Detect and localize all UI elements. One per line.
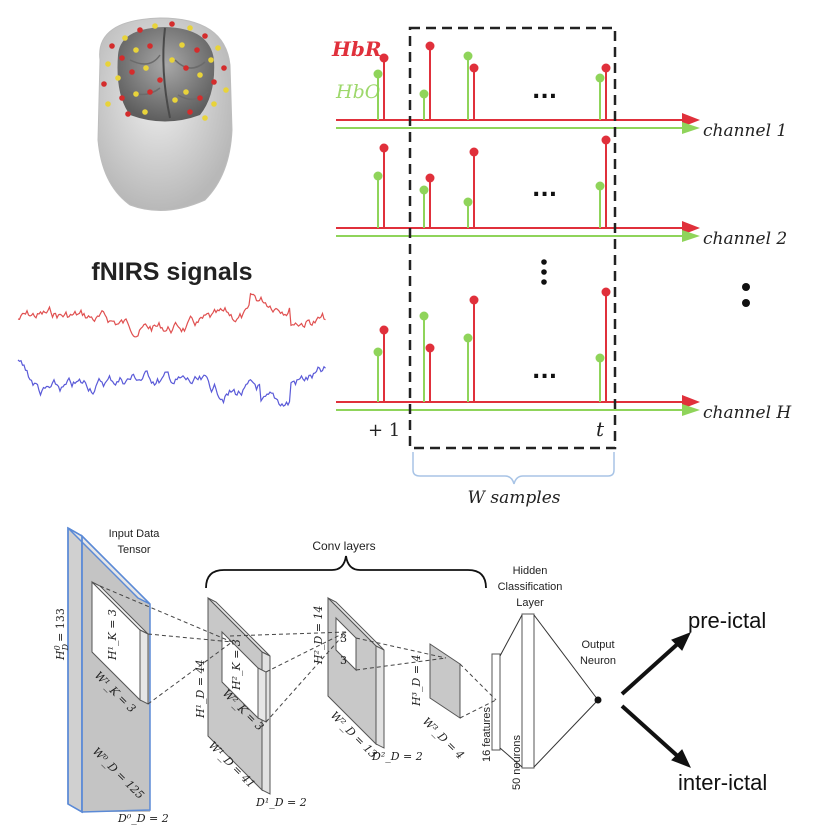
h2-label: H²_D = 14 [312,605,325,665]
hbr-trace [17,292,326,338]
fc-connections [499,614,599,768]
h1-label: H¹_D = 44 [194,659,207,719]
channel-1-axis [336,113,700,134]
start-label: + 1 [368,420,400,441]
k3-label-b: 3 [340,654,347,667]
features-layer [491,653,501,751]
d1-label: D¹_D = 2 [255,796,307,809]
hidden-layer [521,613,535,769]
conv-layer-2 [327,596,385,749]
conv-brace [205,555,487,589]
d0-label: D⁰_D = 2 [117,812,169,825]
input-title-2: Tensor [117,544,150,556]
window-box [408,26,617,450]
window-brace [412,452,615,485]
hidden-title-2: Classification [498,581,563,593]
pre-ictal-label: pre-ictal [688,608,766,633]
channel-2-axis [336,221,700,242]
head-illustration [97,17,233,211]
ellipsis-ch2: ... [532,177,557,202]
hidden-title-3: Layer [516,597,544,609]
optode-dots [101,21,229,121]
output-title-1: Output [581,639,614,651]
cnn-connections [99,585,497,723]
vertical-ellipsis-mid [541,259,547,285]
output-neuron [594,696,602,704]
channel-h-stems [373,287,611,402]
hbo-trace [17,359,326,407]
input-tensor [67,526,151,814]
inter-ictal-label: inter-ictal [678,770,767,795]
hk1-label: H¹_K = 3 [106,609,119,661]
k3-label-a: 3 [340,632,347,645]
window-label: W samples [468,488,561,508]
neurons-label: 50 neurons [511,734,523,790]
conv-layer-1 [207,596,271,795]
end-label: t [596,417,605,441]
d2-label: D²_D = 2 [371,750,423,763]
conv-title: Conv layers [312,539,375,553]
legend-hbo: HbO [335,81,381,103]
channel-h-axis [336,395,700,416]
cnn-diagram [67,526,691,814]
ellipsis-ch1: ... [532,79,557,104]
channel-1-label: channel 1 [703,121,787,141]
channel-1-stems [373,41,611,120]
class-arrows [620,632,691,768]
input-title-1: Input Data [109,528,161,540]
w3-label: W³_D = 4 [420,715,467,762]
h0-label: H0D= 133 [53,608,70,661]
h3-label: H³_D = 4 [410,654,423,707]
vertical-ellipsis-right [742,283,750,307]
channel-2-label: channel 2 [703,229,787,249]
channel-2-stems [373,135,611,228]
legend-hbr: HbR [331,37,382,61]
channel-h-label: channel H [703,403,792,423]
features-label: 16 features [481,706,493,762]
fnirs-title: fNIRS signals [91,258,252,286]
ellipsis-chh: ... [532,359,557,384]
stem-plot-panel: HbR HbO channel 1 channel 2 channel H [331,26,792,508]
output-title-2: Neuron [580,655,616,667]
hidden-title-1: Hidden [513,565,548,577]
hk2-label: H²_K = 3 [230,639,243,691]
